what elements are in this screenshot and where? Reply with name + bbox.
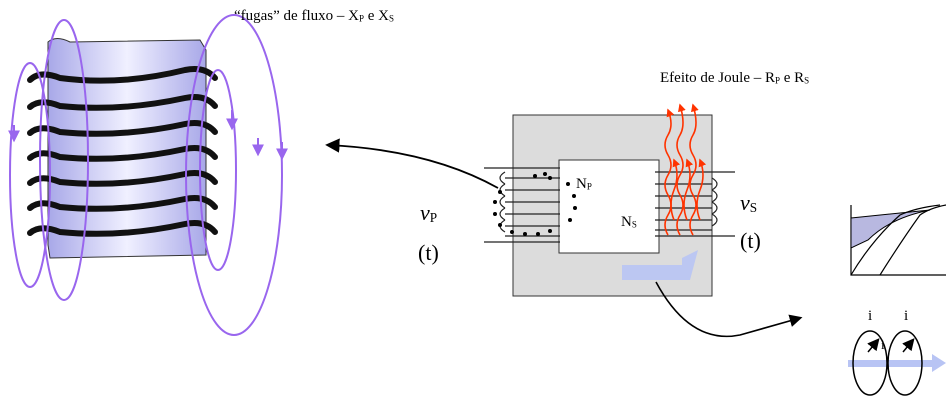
eddy-current-label-2: i (904, 308, 909, 324)
eddy-currents (848, 330, 946, 396)
secondary-voltage-time: (t) (740, 228, 761, 253)
flux-leakage-label: “fugas” de fluxo – XP e XS (234, 8, 394, 24)
primary-voltage-time: (t) (418, 240, 439, 265)
eddy-loop-1 (852, 330, 888, 396)
hysteresis-curve-1 (850, 204, 941, 276)
primary-flux-dots (493, 172, 577, 236)
eddy-loop-2 (887, 330, 923, 396)
secondary-voltage-label: vS (740, 190, 758, 215)
solenoid-illustration (8, 14, 288, 336)
pointer-arrow-to-solenoid (325, 138, 499, 189)
eddy-current-label-3: i (881, 337, 885, 352)
pointer-arrow-to-eddy-currents (655, 281, 803, 338)
primary-turns-label: NP (576, 176, 592, 192)
primary-winding (484, 167, 560, 243)
core-flux-arrow (622, 250, 698, 280)
transformer-core (512, 114, 713, 297)
joule-heat-waves (664, 103, 707, 236)
joule-effect-label: Efeito de Joule – RP e RS (660, 70, 810, 86)
secondary-turns-label: NS (621, 214, 637, 230)
hysteresis-curve-2 (879, 204, 946, 276)
leakage-flux-loops (8, 14, 288, 336)
primary-voltage-label: vP (420, 200, 438, 225)
eddy-flux-bar (848, 360, 938, 367)
hysteresis-area (850, 209, 931, 249)
eddy-current-label-1: i (868, 308, 873, 324)
hysteresis-plot (850, 204, 946, 276)
